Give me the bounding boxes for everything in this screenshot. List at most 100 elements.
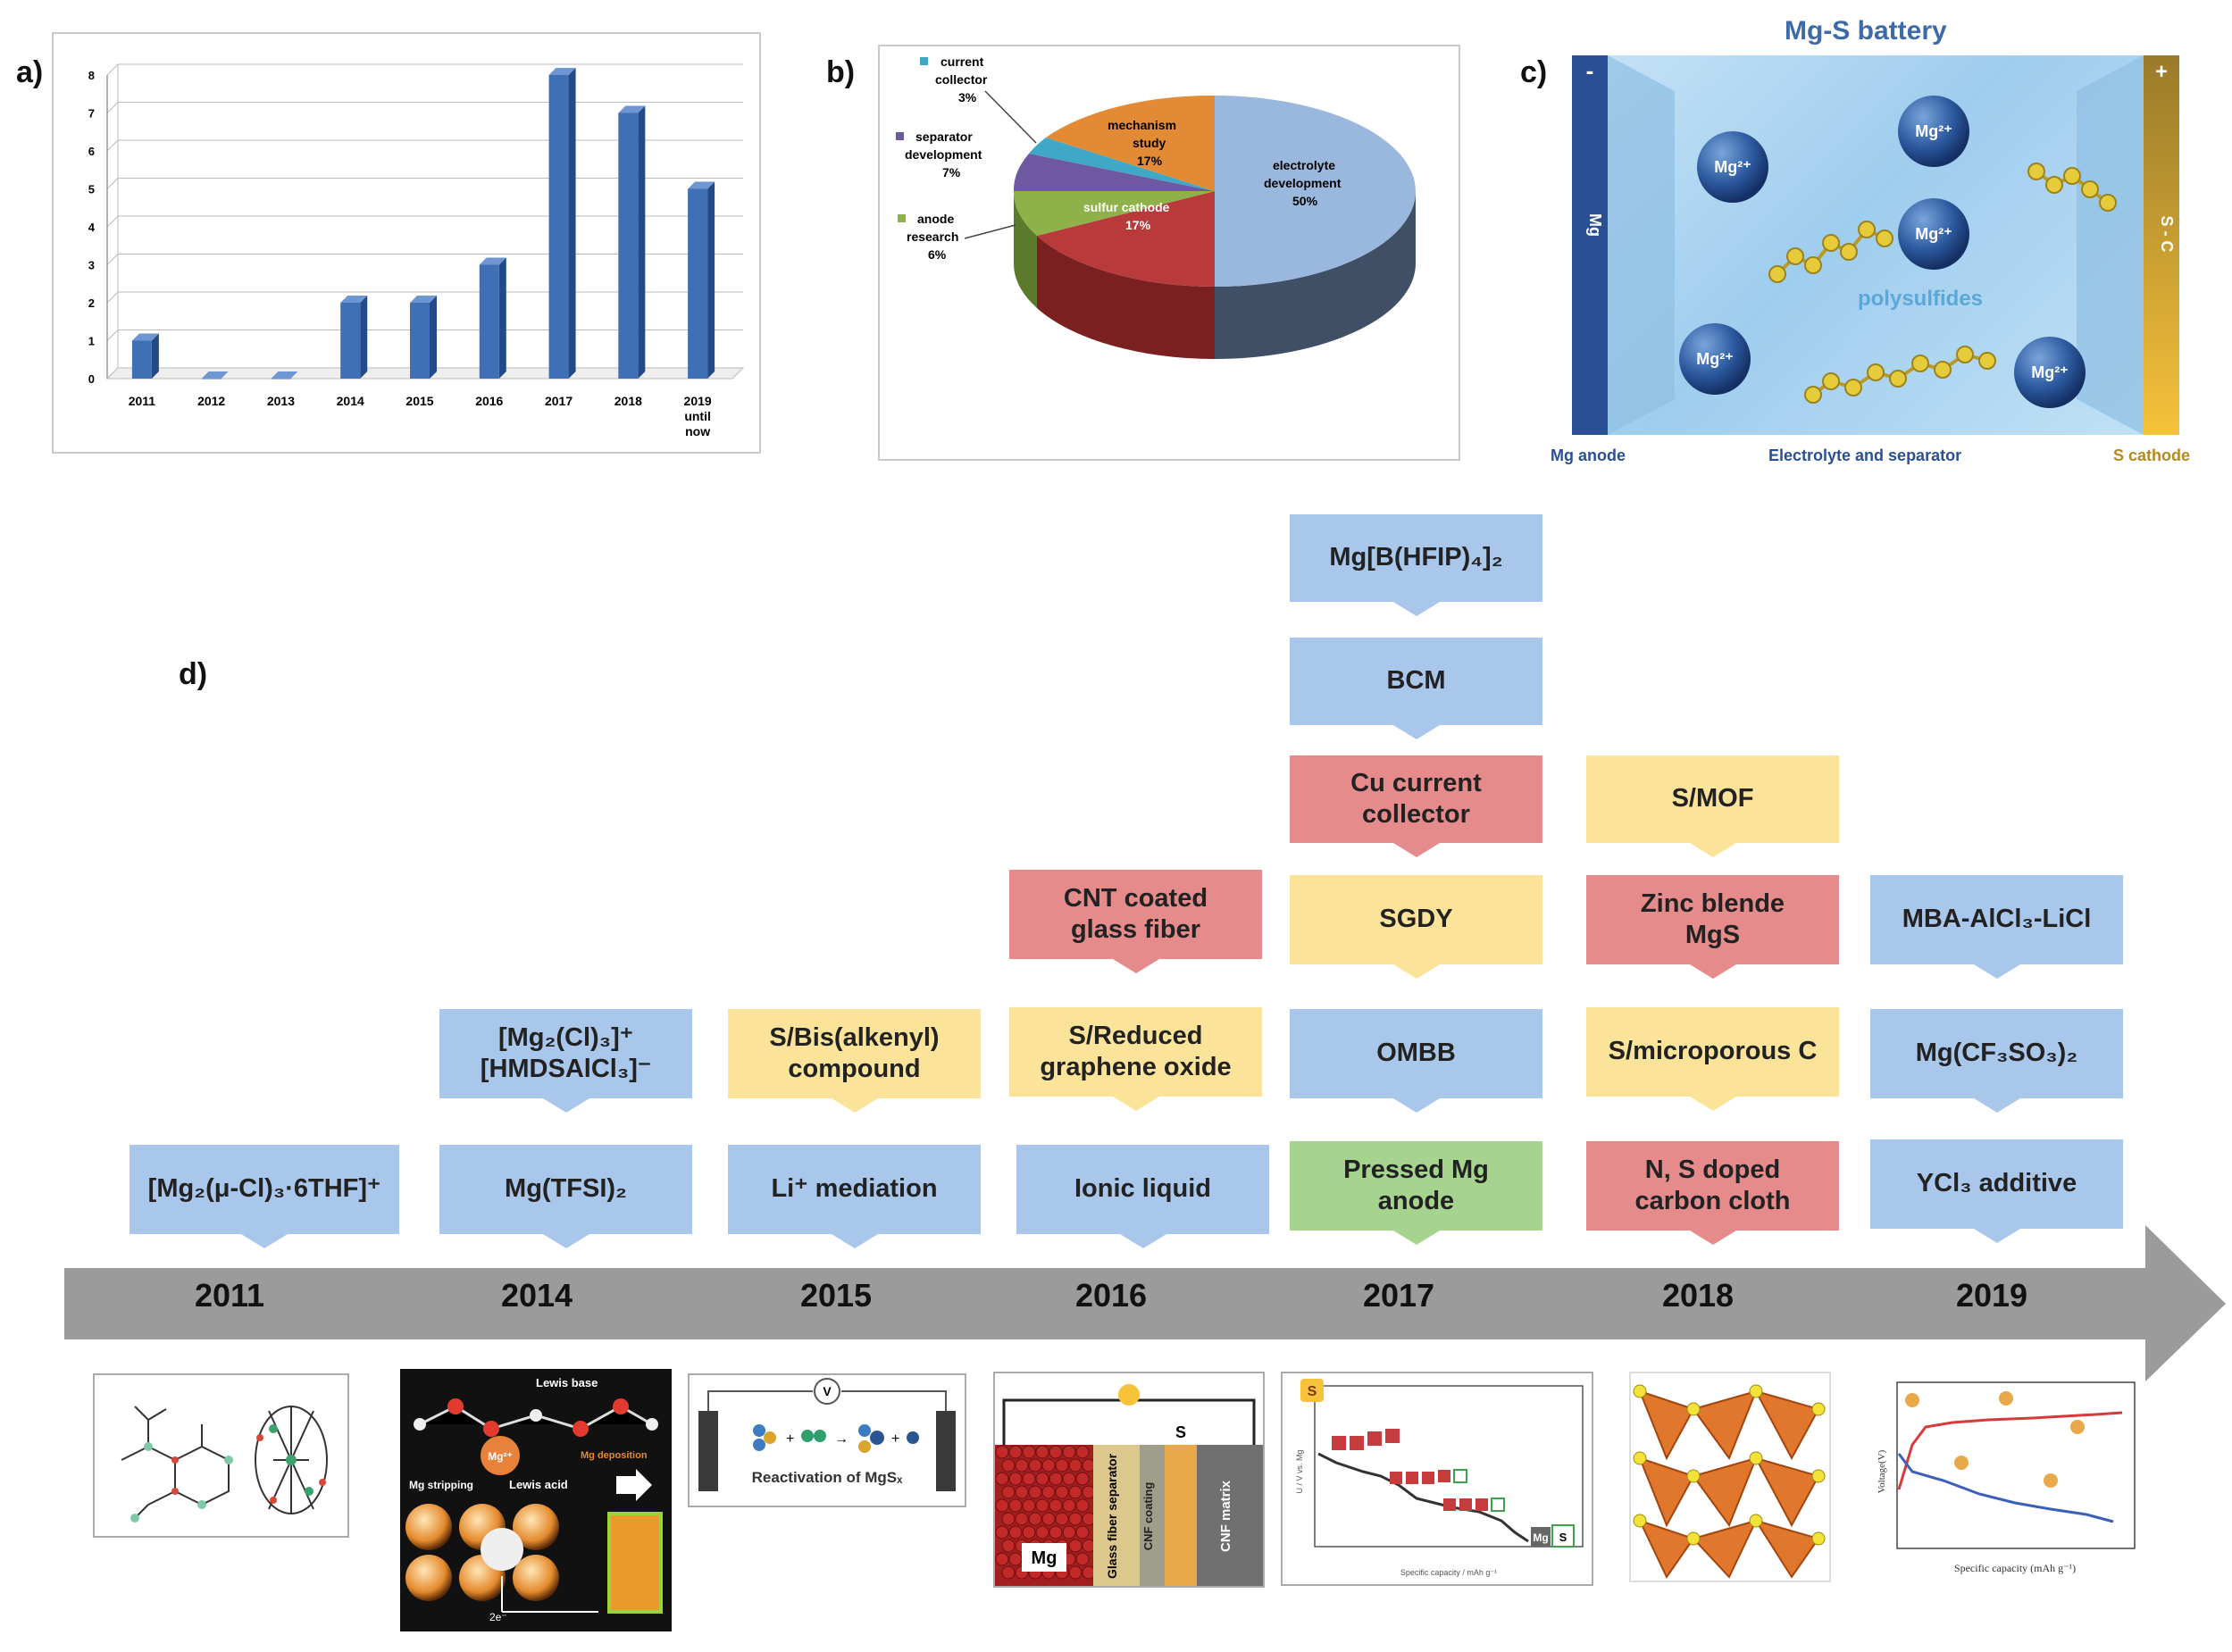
mg-atom [1082,1539,1096,1553]
pie-slice-separator [1013,154,1215,191]
thumb-2017-xlabel: Specific capacity / mAh g⁻¹ [1400,1568,1497,1577]
panel-a-label: a) [16,55,44,89]
bar-top [131,333,159,341]
box-2017-sgdy: SGDY [1290,875,1542,979]
thumb-2016-cell-stack: Mg Glass fiber separator CNF coating S C… [993,1372,1265,1588]
box-2017-cu-collector: Cu current collector [1290,755,1542,857]
timeline-arrow [64,1225,2226,1381]
bar-top [410,296,437,303]
mg-atom [1075,1472,1090,1486]
mg-atom [1028,1512,1042,1526]
bar-side [498,257,506,379]
y-tick-label: 4 [88,221,96,234]
x-tick-label: 2015 [405,394,433,408]
thumb-2015-v: V [823,1384,832,1398]
mg-atom [995,1472,1009,1486]
mg-anode-label: Mg anode [1551,446,1626,464]
battery-svg: - + Mg S - C Mg²⁺Mg²⁺Mg²⁺Mg²⁺Mg²⁺ polysu… [1572,55,2179,435]
panel-c-label: c) [1520,55,1548,89]
thumb-2014-lewis-acid: Lewis acid [509,1478,568,1491]
year-2014: 2014 [500,1277,573,1314]
mg-atom [1075,1552,1090,1566]
bar-top [618,105,646,113]
mg-atom [1075,1498,1090,1513]
mg-ion [1697,131,1768,203]
pie-label-sulfur: sulfur cathode [1083,200,1170,214]
electrolyte-label: Electrolyte and separator [1768,446,1962,464]
pie-label-electrolyte-1: electrolyte [1273,158,1335,172]
bar-top [479,257,506,265]
sulfur-atom [1858,221,1876,238]
mg-atom [1041,1512,1056,1526]
sulfur-atom [1911,355,1929,372]
mg-atom [1035,1445,1049,1459]
sulfur-atom [2027,163,2045,180]
bar [688,188,708,379]
mg-atom [1022,1525,1036,1539]
box-2016-s-rgo: S/Reduced graphene oxide [1009,1007,1262,1111]
thumb-2017-ylabel: U / V vs. Mg [1295,1449,1304,1493]
mg-atom [1049,1498,1063,1513]
thumb-2016-cnf: CNF coating [1141,1482,1155,1551]
pie-label-anode-2: research [907,229,958,244]
sulfur-atom [1934,361,1952,379]
sulfur-atom [1889,370,1907,388]
mg-atom [1035,1472,1049,1486]
pie-slice-collector [1029,138,1215,191]
sulfur-atom [1822,372,1840,390]
mg-atom [1068,1512,1083,1526]
svg-text:→: → [834,1431,848,1447]
x-tick-label: 2011 [129,394,156,408]
sulfur-atom [1844,379,1862,396]
year-2015: 2015 [799,1277,873,1314]
y-tick-label: 1 [88,335,95,348]
mg-ion-label: Mg²⁺ [1696,350,1733,368]
y-tick-label: 0 [88,372,95,386]
sulfur-atom [1840,243,1858,261]
mg-atom [1049,1445,1063,1459]
pie-slice-electrolyte [1215,96,1416,287]
pie-depth-red [1037,236,1215,359]
pie-label-mechanism-pct: 17% [1137,154,1163,168]
thumb-2015-caption: Reactivation of MgSₓ [752,1469,903,1486]
thumb-2015-reactivation: V + → + Reactivation of MgSₓ [688,1373,966,1507]
thumb-2017-mg: Mg [1533,1531,1548,1544]
mg-ion [2014,337,2086,408]
bar [201,379,222,380]
mg-atom [1028,1485,1042,1499]
mg-atom [1062,1498,1076,1513]
mg-atom [1055,1458,1069,1473]
mg-atom [1022,1445,1036,1459]
bar-top [201,371,229,379]
bar-top [271,371,298,379]
mg-atom [1015,1458,1029,1473]
pie-label-collector-1: current [940,54,984,69]
bar-side [151,333,159,379]
year-2016: 2016 [1074,1277,1148,1314]
bar [340,303,361,379]
mg-atom [1001,1512,1016,1526]
mg-atom [1082,1485,1096,1499]
pie-slice-mechanism [1046,95,1215,191]
box-2016-ionic-liquid: Ionic liquid [1016,1145,1269,1248]
battery-title: Mg-S battery [1785,16,1947,46]
mg-ion-label: Mg²⁺ [1915,225,1952,243]
box-2018-s-mof: S/MOF [1586,755,1839,857]
bar-side [360,296,368,379]
bar-side [638,105,646,379]
thumb-2014-deposition: Mg deposition [581,1450,648,1461]
mg-atom [1041,1485,1056,1499]
mg-atom [1068,1565,1083,1580]
panel-d-label: d) [179,657,208,691]
mg-atom [1008,1525,1023,1539]
mg-atom [1008,1552,1023,1566]
sulfur-atom [2099,194,2117,212]
thumb-2019-xlabel: Specific capacity (mAh g⁻¹) [1954,1562,2076,1574]
thumb-2016-gf: Glass fiber separator [1105,1453,1119,1579]
bar [479,264,499,379]
sulfur-atom [1786,247,1804,265]
pie-label-collector-2: collector [935,72,988,87]
bar-side [430,296,437,379]
thumb-2014-lewis-base: Lewis base [536,1376,598,1389]
